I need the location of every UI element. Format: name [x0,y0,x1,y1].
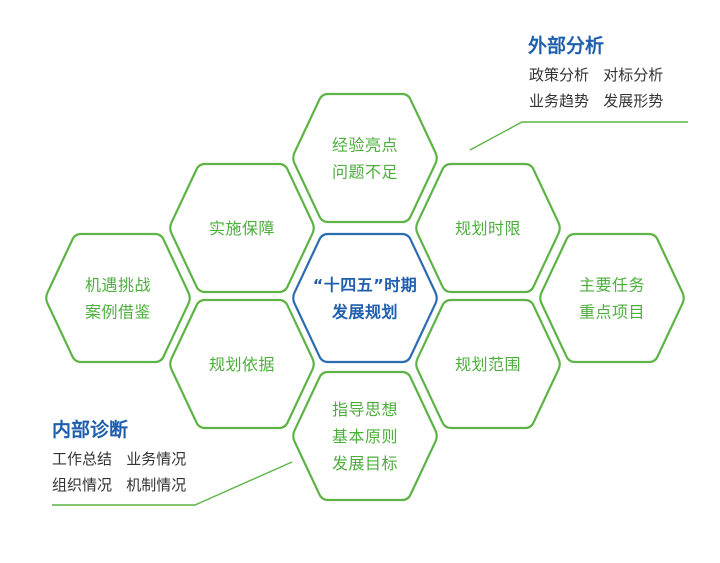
hexagon-shape-upper-right [415,162,561,294]
hexagon-label-far-left-1: 机遇挑战 [85,276,151,295]
hexagon-label-bottom-2: 基本原则 [332,427,398,446]
hexagon-label-center-2: 发展规划 [331,303,398,322]
hexagon-label-lower-right-1: 规划范围 [455,355,521,374]
internal-diagnosis-line-1: 工作总结 业务情况 [52,450,186,468]
external-analysis-title: 外部分析 [528,34,604,57]
hexagon-shape-upper-left [169,162,315,294]
hexagon-label-upper-left-1: 实施保障 [209,219,275,238]
internal-diagnosis-panel: 内部诊断 工作总结 业务情况 组织情况 机制情况 [52,418,186,494]
hexagon-label-top-1: 经验亮点 [332,136,398,155]
hexagon-shape-far-left [45,232,191,364]
internal-diagnosis-title: 内部诊断 [52,418,128,441]
hexagon-label-far-right-2: 重点项目 [579,303,645,322]
external-analysis-panel: 外部分析 政策分析 对标分析 业务趋势 发展形势 [528,34,663,110]
hexagon-shape-lower-right [415,298,561,430]
external-analysis-line-2: 业务趋势 发展形势 [529,92,663,110]
external-analysis-line-1: 政策分析 对标分析 [529,66,663,84]
hexagon-shape-bottom [292,370,438,502]
hexagon-label-bottom-3: 发展目标 [332,454,398,473]
hexagon-label-center-1: “十四五”时期 [313,276,418,295]
hexagon-upper-right: 规划时限 [415,162,561,294]
external-connector-line [469,121,688,151]
hexagon-lower-right: 规划范围 [415,298,561,430]
hexagon-lower-left: 规划依据 [169,298,315,430]
hexagon-shape-lower-left [169,298,315,430]
hexagon-label-upper-right-1: 规划时限 [455,219,521,238]
internal-connector-line [52,461,293,506]
hexagon-label-far-left-2: 案例借鉴 [85,303,151,322]
hexagon-shape-center [292,232,438,364]
internal-diagnosis-line-2: 组织情况 机制情况 [52,476,186,494]
hexagon-shape-far-right [539,232,685,364]
hexagon-upper-left: 实施保障 [169,162,315,294]
hexagon-label-far-right-1: 主要任务 [579,276,645,295]
hexagon-label-bottom-1: 指导思想 [332,400,398,419]
hexagon-label-top-2: 问题不足 [332,163,398,182]
hexagon-label-lower-left-1: 规划依据 [209,355,275,374]
hexagon-shape-top [292,92,438,224]
